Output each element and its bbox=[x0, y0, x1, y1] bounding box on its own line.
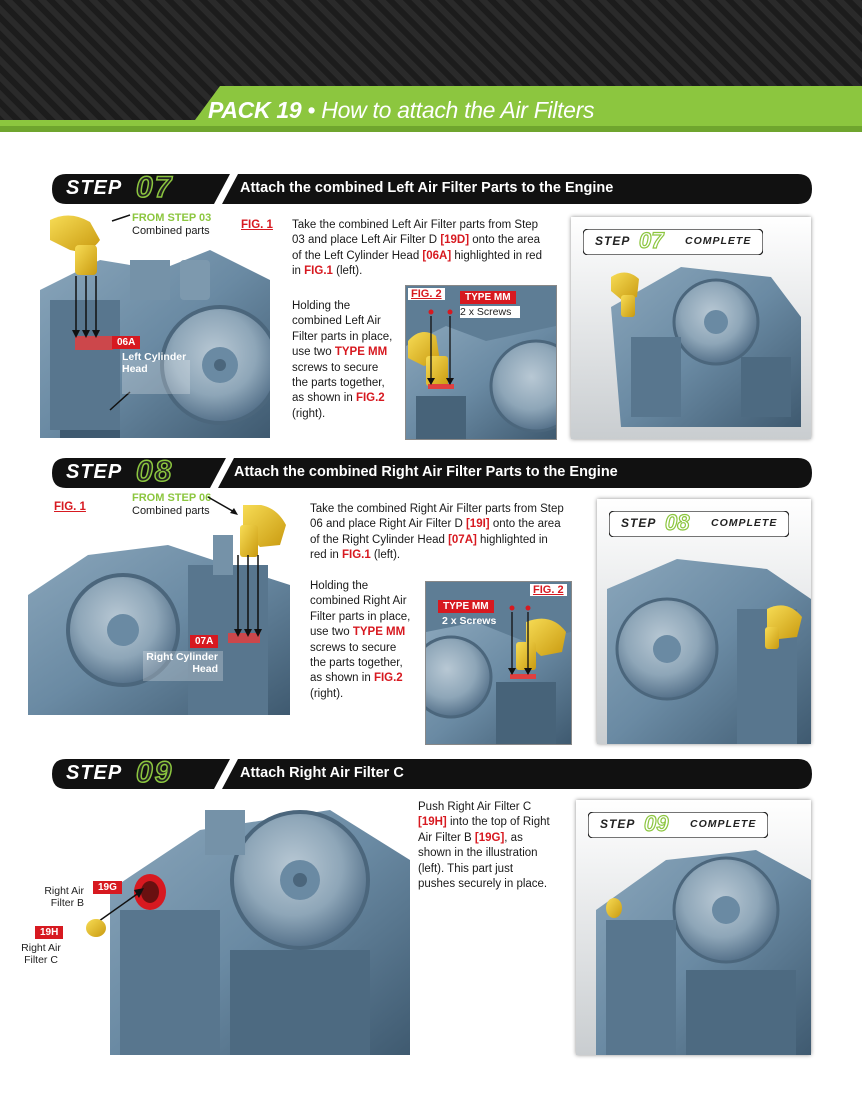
part-tag-06a: 06A bbox=[112, 336, 141, 349]
highlight-ref: [06A] bbox=[422, 249, 452, 262]
fig2-label: FIG. 2 bbox=[530, 584, 567, 596]
step-word: STEP bbox=[66, 762, 123, 784]
complete-badge: STEP 07 COMPLETE bbox=[583, 227, 763, 255]
step-word: STEP bbox=[66, 461, 123, 483]
step-number: 07 bbox=[135, 170, 174, 205]
step-07-fig2-inset: FIG. 2 TYPE MM 2 x Screws bbox=[405, 285, 557, 440]
step-09-paragraph: Push Right Air Filter C [19H] into the t… bbox=[418, 800, 550, 892]
text-run: (right). bbox=[292, 407, 326, 420]
text-run: highlighted in red in bbox=[310, 533, 548, 562]
text-run: Take the combined Left Air Filter parts … bbox=[292, 219, 539, 247]
page-title: PACK 19 • How to attach the Air Filters bbox=[208, 97, 595, 123]
step-08-fig1-illustration: 07A Right Cylinder Head bbox=[28, 505, 290, 715]
arrow-icon bbox=[207, 496, 238, 515]
text-run: screws to secure the parts together, as … bbox=[310, 641, 403, 685]
text-run: into the top of Right Air Filter B bbox=[418, 816, 550, 844]
highlight-ref: TYPE MM bbox=[352, 626, 406, 639]
fig1-label: FIG. 1 bbox=[54, 501, 86, 513]
step-title: Attach the combined Left Air Filter Part… bbox=[240, 180, 614, 196]
text-run: onto the area of the Left Cylinder Head bbox=[292, 234, 541, 262]
screw-type-tag: TYPE MM bbox=[438, 600, 494, 613]
text-run: , as shown in the illustration (left). T… bbox=[418, 831, 548, 891]
highlight-ref: FIG.2 bbox=[355, 392, 385, 405]
text-run: onto the area of the Right Cylinder Head bbox=[310, 518, 561, 546]
screw-type-tag: TYPE MM bbox=[460, 291, 516, 304]
fig2-label: FIG. 2 bbox=[408, 288, 445, 300]
text-run: Holding the combined Right Air Filter pa… bbox=[310, 580, 411, 639]
highlight-ref: FIG.2 bbox=[373, 672, 403, 685]
part-label-right-air-filter-c: Right Air Filter C bbox=[21, 942, 61, 966]
highlight-ref: [19I] bbox=[465, 518, 490, 531]
part-label-right-cylinder-head: Right Cylinder Head bbox=[146, 651, 218, 675]
part-tag-19g: 19G bbox=[93, 881, 122, 894]
text-run: (left). bbox=[332, 265, 363, 278]
step-title: Attach Right Air Filter C bbox=[240, 765, 404, 781]
step-07-paragraph-1: Take the combined Left Air Filter parts … bbox=[292, 218, 544, 280]
step-07-bar: STEP 07 Attach the combined Left Air Fil… bbox=[52, 170, 812, 205]
step-08-complete-panel: STEP 08 COMPLETE bbox=[597, 499, 811, 744]
highlight-ref: FIG.1 bbox=[341, 549, 371, 562]
step-title: Attach the combined Right Air Filter Par… bbox=[234, 464, 618, 480]
text-run: Push Right Air Filter C bbox=[418, 801, 532, 813]
assembly-arrow-icon bbox=[86, 888, 144, 937]
text-run: Holding the combined Left Air Filter par… bbox=[292, 300, 393, 359]
highlight-ref: [19H] bbox=[418, 816, 447, 829]
complete-badge: STEP 09 COMPLETE bbox=[588, 810, 768, 838]
step-number: 08 bbox=[135, 454, 174, 489]
highlight-ref: TYPE MM bbox=[334, 346, 388, 359]
fig1-label: FIG. 1 bbox=[241, 219, 273, 231]
step-08-fig2-inset: FIG. 2 TYPE MM 2 x Screws bbox=[425, 581, 572, 745]
step-09-complete-panel: STEP 09 COMPLETE bbox=[576, 800, 811, 1055]
air-filter-part bbox=[50, 215, 100, 275]
complete-badge: STEP 08 COMPLETE bbox=[609, 509, 789, 537]
highlight-ref: [19D] bbox=[440, 234, 470, 247]
part-tag-07a: 07A bbox=[190, 635, 219, 648]
text-run: screws to secure the parts together, as … bbox=[292, 361, 385, 405]
step-08-paragraph-1: Take the combined Right Air Filter parts… bbox=[310, 502, 564, 564]
step-07-paragraph-2: Holding the combined Left Air Filter par… bbox=[292, 299, 394, 422]
page-header: PACK 19 • How to attach the Air Filters bbox=[0, 0, 862, 132]
part-tag-19h: 19H bbox=[35, 926, 64, 939]
step-word: STEP bbox=[66, 177, 123, 199]
step-number: 09 bbox=[135, 755, 174, 790]
text-run: (right). bbox=[310, 687, 344, 700]
highlight-ref: [07A] bbox=[448, 533, 477, 546]
step-08-bar: STEP 08 Attach the combined Right Air Fi… bbox=[52, 454, 812, 489]
screw-count: 2 x Screws bbox=[442, 615, 497, 627]
part-label-right-air-filter-b: Right Air Filter B bbox=[44, 885, 84, 909]
step-09-illustration bbox=[110, 800, 410, 1055]
highlight-ref: [19G] bbox=[474, 831, 505, 844]
step-07-fig1-illustration: 06A Left Cylinder Head bbox=[40, 210, 270, 438]
highlight-ref: FIG.1 bbox=[304, 265, 333, 278]
screw-count: 2 x Screws bbox=[460, 306, 520, 318]
text-run: highlighted in red in bbox=[292, 249, 542, 278]
text-run: (left). bbox=[370, 549, 401, 562]
step-09-bar: STEP 09 Attach Right Air Filter C bbox=[52, 755, 812, 790]
part-label-left-cylinder-head: Left Cylinder Head bbox=[122, 351, 187, 375]
text-run: Take the combined Right Air Filter parts… bbox=[310, 503, 564, 531]
step-07-complete-panel: STEP 07 COMPLETE bbox=[571, 217, 811, 439]
arrow-icon bbox=[111, 214, 131, 222]
step-08-paragraph-2: Holding the combined Right Air Filter pa… bbox=[310, 579, 414, 702]
header-green-band bbox=[0, 86, 862, 132]
